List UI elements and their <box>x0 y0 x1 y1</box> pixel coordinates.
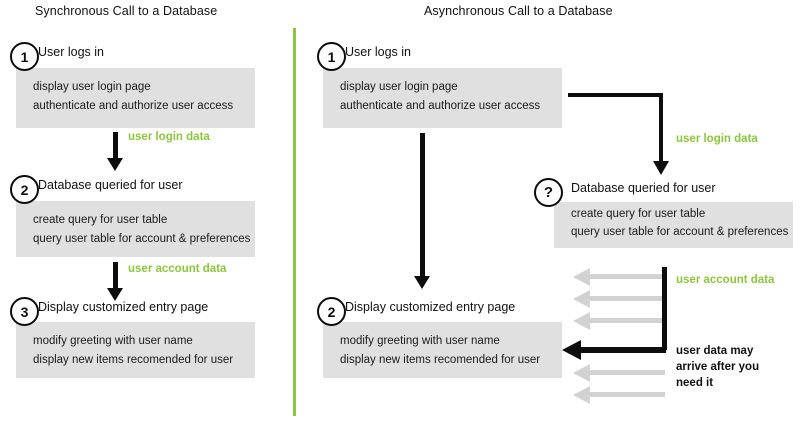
async-flow-label-1: user login data <box>676 133 758 145</box>
async-return-stem <box>662 267 667 350</box>
sync-step-3-line-1: modify greeting with user name <box>33 335 193 347</box>
async-flow-label-2: user account data <box>676 274 775 286</box>
async-step-1-title: User logs in <box>345 45 411 59</box>
sync-flow-label-1: user login data <box>128 131 210 143</box>
async-step-1-badge: 1 <box>317 42 346 71</box>
sync-step-3-badge: 3 <box>10 297 39 326</box>
async-timing-note: user data may arrive after you need it <box>676 343 759 391</box>
async-timing-note-line-3: need it <box>676 377 714 389</box>
async-step-2-title: Display customized entry page <box>345 300 516 314</box>
async-step-2-box: modify greeting with user name display n… <box>323 322 562 378</box>
async-step-2-line-2: display new items recomended for user <box>340 354 541 366</box>
async-step-db-line-2: query user table for account & preferenc… <box>571 226 789 238</box>
sync-step-3-box: modify greeting with user name display n… <box>16 322 255 378</box>
async-step-db-title: Database queried for user <box>571 181 716 195</box>
sync-flow-label-2: user account data <box>128 263 227 275</box>
async-step-db-box: create query for user table query user t… <box>554 202 793 248</box>
async-step-2-line-1: modify greeting with user name <box>340 335 500 347</box>
async-step-1-line-1: display user login page <box>340 81 458 93</box>
sync-step-2-line-1: create query for user table <box>33 214 168 226</box>
async-column-title: Asynchronous Call to a Database <box>424 4 613 18</box>
async-step-db-badge: ? <box>534 178 563 207</box>
async-timing-note-line-2: arrive after you <box>676 361 760 373</box>
sync-step-1-line-2: authenticate and authorize user access <box>33 100 234 112</box>
sync-step-2-title: Database queried for user <box>38 178 183 192</box>
sync-step-3-line-2: display new items recomended for user <box>33 354 234 366</box>
sync-step-2-line-2: query user table for account & preferenc… <box>33 233 251 245</box>
async-timing-note-line-1: user data may <box>676 345 754 357</box>
sync-step-1-line-1: display user login page <box>33 81 151 93</box>
sync-step-2-box: create query for user table query user t… <box>16 201 255 257</box>
column-divider <box>293 28 296 416</box>
sync-step-1-badge: 1 <box>10 42 39 71</box>
async-step-2-badge: 2 <box>317 297 346 326</box>
async-step-db-line-1: create query for user table <box>571 208 706 220</box>
sync-step-3-title: Display customized entry page <box>38 300 209 314</box>
async-step-1-box: display user login page authenticate and… <box>323 68 562 128</box>
sync-step-1-box: display user login page authenticate and… <box>16 68 255 128</box>
async-step-1-line-2: authenticate and authorize user access <box>340 100 541 112</box>
sync-column-title: Synchronous Call to a Database <box>35 4 218 18</box>
sync-step-1-title: User logs in <box>38 45 104 59</box>
sync-step-2-badge: 2 <box>10 175 39 204</box>
